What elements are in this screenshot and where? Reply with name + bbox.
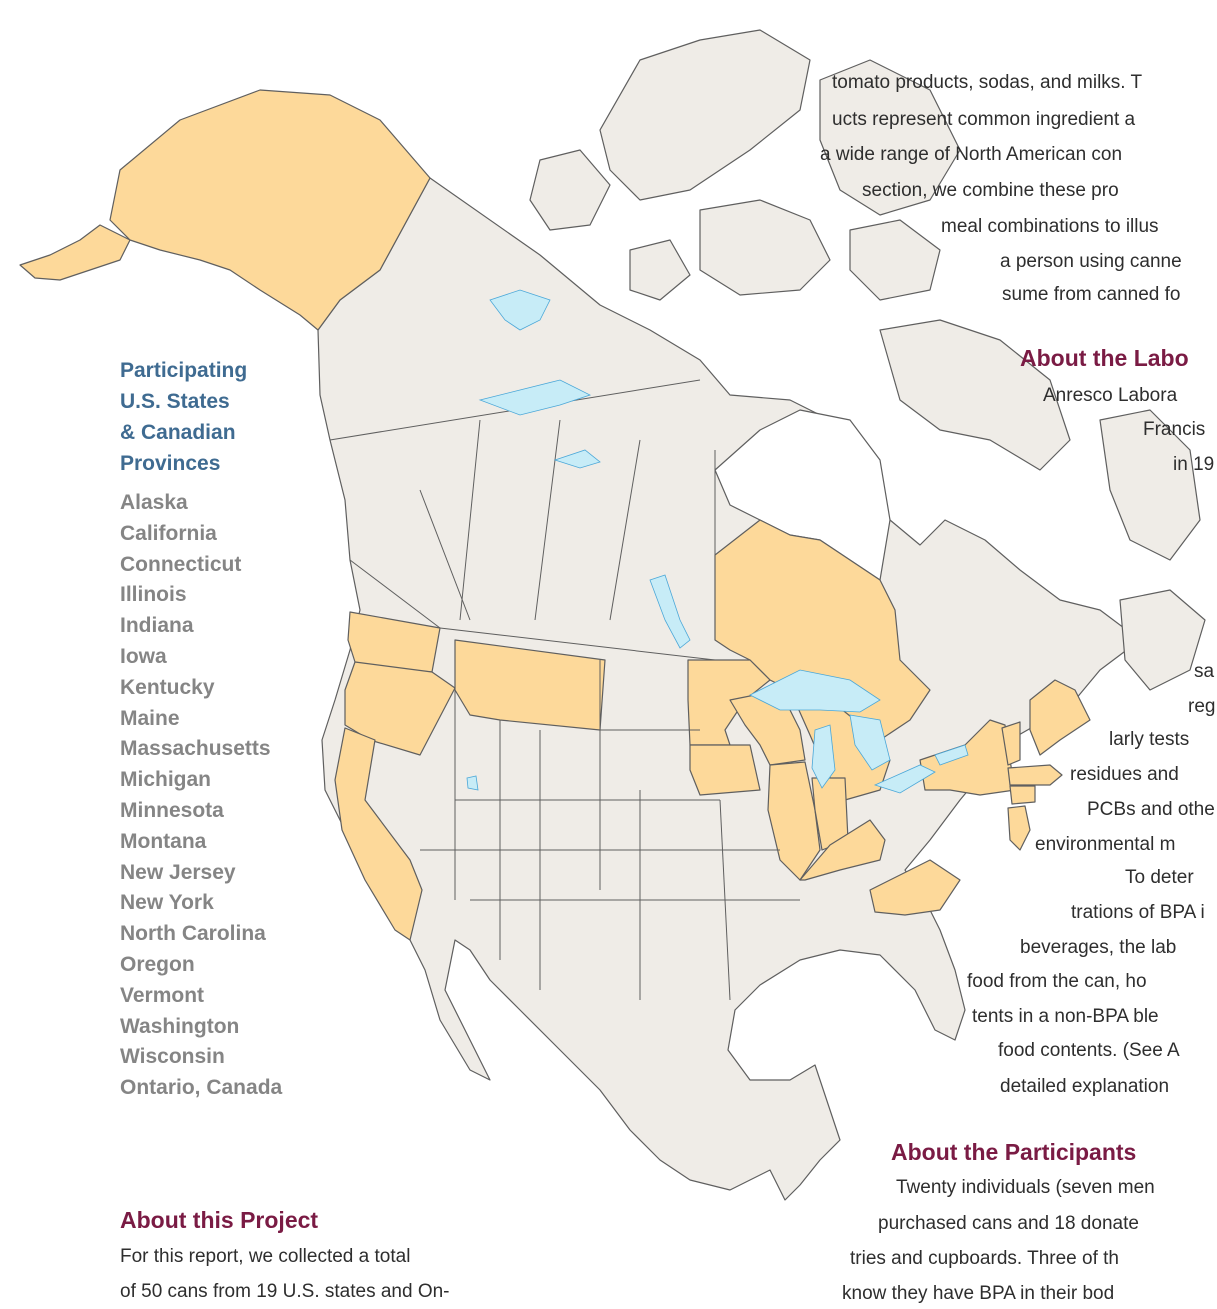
- laboratory-line: trations of BPA i: [1071, 902, 1205, 923]
- lake-erie: [873, 764, 936, 794]
- great-bear-lake: [489, 289, 551, 331]
- region-connecticut: [1009, 785, 1036, 805]
- intro-line: meal combinations to illus: [941, 216, 1159, 237]
- legend-item: Indiana: [120, 614, 194, 638]
- participants-line: Twenty individuals (seven men: [896, 1177, 1155, 1198]
- legend-title-line: Participating: [120, 359, 248, 382]
- laboratory-line: residues and: [1070, 764, 1179, 785]
- intro-line: a wide range of North American con: [820, 144, 1123, 165]
- laboratory-line: food contents. (See A: [998, 1040, 1180, 1061]
- laboratory-line: beverages, the lab: [1020, 937, 1177, 958]
- laboratory-line: Anresco Labora: [1043, 385, 1178, 406]
- legend-item: Michigan: [120, 768, 212, 792]
- project-line: For this report, we collected a total: [120, 1246, 411, 1267]
- legend-item: Massachusetts: [120, 737, 271, 761]
- lake-michigan: [811, 724, 836, 789]
- lake-athabasca: [553, 449, 601, 469]
- legend-title: Participating U.S. States & Canadian Pro…: [120, 355, 320, 479]
- region-kentucky: [799, 819, 886, 881]
- intro-line: section, we combine these pro: [862, 180, 1119, 201]
- laboratory-line: Francis: [1143, 419, 1206, 440]
- legend-item: Vermont: [120, 983, 205, 1007]
- region-north-carolina: [869, 859, 961, 916]
- region-alaska: [109, 89, 431, 331]
- legend-title-line: Provinces: [120, 452, 221, 475]
- legend-item: Washington: [120, 1014, 240, 1038]
- region-vermont: [1001, 721, 1021, 766]
- participants-heading: About the Participants: [891, 1139, 1137, 1165]
- laboratory-line: sa: [1194, 661, 1215, 682]
- participants-line: know they have BPA in their bod: [842, 1283, 1115, 1304]
- laboratory-line: in 19: [1173, 454, 1215, 475]
- legend-item: North Carolina: [120, 922, 266, 946]
- laboratory-line: PCBs and othe: [1087, 799, 1215, 820]
- legend-item: Ontario, Canada: [120, 1076, 283, 1100]
- region-maine: [1029, 679, 1091, 756]
- legend-title-line: U.S. States: [120, 390, 230, 413]
- legend-item: New Jersey: [120, 860, 236, 884]
- legend-title-line: & Canadian: [120, 421, 236, 444]
- legend-item: Kentucky: [120, 675, 215, 699]
- laboratory-line: food from the can, ho: [967, 971, 1147, 992]
- legend-item: Iowa: [120, 644, 167, 668]
- intro-line: ucts represent common ingredient a: [832, 109, 1136, 130]
- laboratory-line: To deter: [1125, 867, 1194, 888]
- region-california: [334, 727, 423, 941]
- region-new-jersey: [1007, 805, 1031, 851]
- intro-line: sume from canned fo: [1002, 284, 1181, 305]
- lake-winnipeg: [649, 574, 691, 649]
- lake-ontario: [934, 744, 969, 766]
- legend-item: Oregon: [120, 952, 195, 976]
- region-minnesota: [687, 659, 771, 746]
- great-slave-lake: [478, 379, 592, 416]
- laboratory-line: reg: [1188, 696, 1216, 717]
- region-iowa: [689, 744, 761, 796]
- legend-item: Montana: [120, 829, 207, 853]
- project-heading: About this Project: [120, 1207, 319, 1233]
- legend-item: Wisconsin: [120, 1045, 225, 1069]
- region-oregon: [344, 661, 456, 756]
- legend-item: Maine: [120, 706, 180, 730]
- project-line: of 50 cans from 19 U.S. states and On-: [120, 1281, 450, 1302]
- participants-line: tries and cupboards. Three of th: [850, 1248, 1119, 1269]
- region-massachusetts: [1007, 764, 1063, 786]
- laboratory-heading: About the Labo: [1020, 345, 1189, 371]
- legend-item: Illinois: [120, 583, 187, 607]
- intro-line: tomato products, sodas, and milks. T: [832, 72, 1143, 93]
- legend-item: California: [120, 521, 217, 545]
- legend-item: New York: [120, 891, 214, 915]
- legend-item: Minnesota: [120, 798, 224, 822]
- laboratory-line: environmental m: [1035, 834, 1176, 855]
- legend-item: Alaska: [120, 491, 188, 514]
- laboratory-line: larly tests: [1109, 729, 1190, 750]
- laboratory-line: detailed explanation: [1000, 1076, 1170, 1097]
- intro-line: a person using canne: [1000, 251, 1182, 272]
- lake-huron: [849, 714, 891, 771]
- legend-item: Connecticut: [120, 552, 242, 576]
- laboratory-line: tents in a non-BPA ble: [972, 1006, 1159, 1027]
- lake-superior: [749, 669, 881, 713]
- participants-line: purchased cans and 18 donate: [878, 1213, 1139, 1234]
- legend-list: Alaska California Connecticut Illinois I…: [120, 488, 282, 1104]
- region-illinois: [767, 761, 821, 881]
- great-salt-lake: [466, 775, 479, 791]
